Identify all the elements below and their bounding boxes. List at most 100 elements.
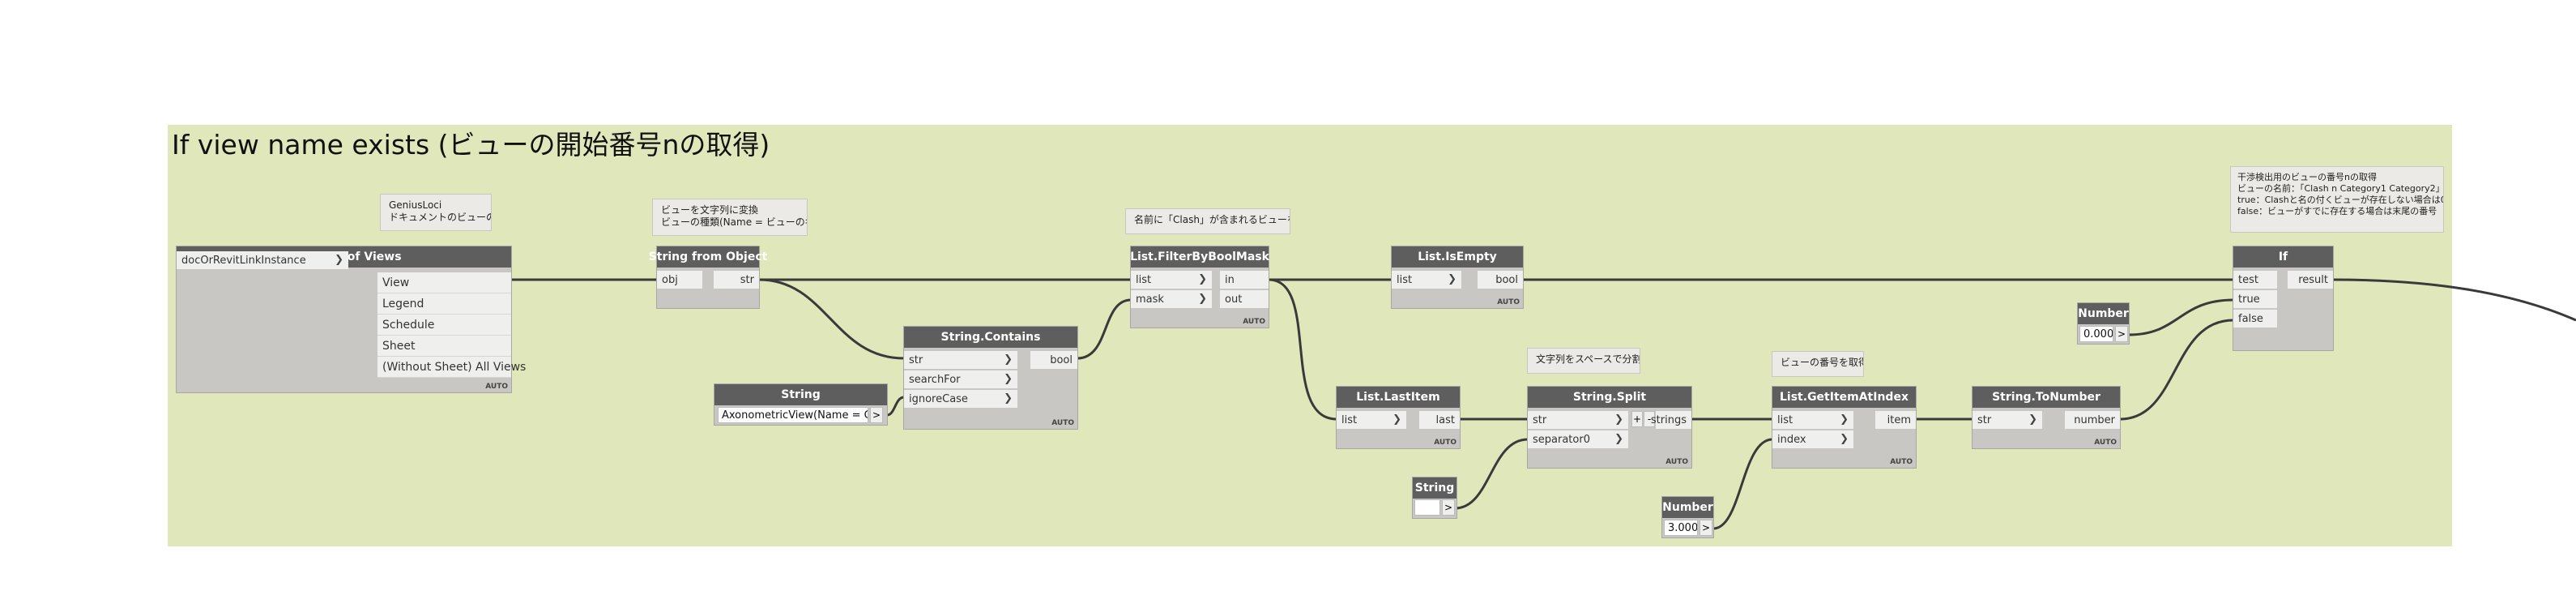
port-label: list [1136,273,1152,286]
node-string-split[interactable]: String.Split str ❯ separator0 ❯ + - stri… [1528,387,1691,468]
output-port-all-views[interactable]: (Without Sheet) All Views [377,357,526,378]
chevron-right-icon: ❯ [1004,392,1013,405]
chevron-right-icon: ❯ [1198,293,1207,305]
port-label: str [1977,413,1992,426]
chevron-right-icon: ❯ [2028,413,2037,426]
node-string-input[interactable]: String AxonometricView(Name = Clash > [714,384,887,425]
note-filter[interactable]: 名前に「Clash」が含まれるビューを抽出 [1126,209,1290,233]
input-port-ignorecase[interactable]: ignoreCase ❯ [904,390,1017,408]
output-port-in[interactable]: in [1220,271,1269,289]
add-input-button[interactable]: + [1631,411,1643,427]
node-title: List.IsEmpty [1392,246,1523,268]
node-title: String.Contains [904,327,1077,348]
note-split[interactable]: 文字列をスペースで分割 [1528,349,1640,373]
input-port-str[interactable]: str ❯ [904,351,1017,369]
output-port-item[interactable]: item [1875,411,1916,429]
input-port-separator0[interactable]: separator0 ❯ [1528,430,1628,448]
port-label: mask [1136,293,1164,306]
input-port-list[interactable]: list ❯ [1772,411,1853,429]
output-port-out[interactable]: out [1220,290,1269,308]
input-port-searchfor[interactable]: searchFor ❯ [904,370,1017,388]
input-port-false[interactable]: false [2233,310,2277,328]
node-number-zero[interactable]: Number 0.000 > [2078,303,2129,344]
port-label: separator0 [1533,433,1590,446]
node-string-input-2[interactable]: String > [1413,477,1456,518]
port-label: docOrRevitLinkInstance [181,254,306,267]
input-port-obj[interactable]: obj [657,271,702,289]
chevron-right-icon: ❯ [1392,413,1401,426]
node-title: Number [2078,303,2129,324]
output-port-view[interactable]: View [377,272,511,293]
input-port-list[interactable]: list ❯ [1337,411,1406,429]
input-port-str[interactable]: str ❯ [1973,411,2042,429]
node-title: Number [1662,497,1713,518]
port-label: str [1533,413,1547,426]
output-port-bool[interactable]: bool [1478,271,1523,289]
node-filter-by-bool-mask[interactable]: List.FilterByBoolMask list ❯ mask ❯ in o… [1130,246,1269,328]
port-label: bool [1050,353,1073,366]
node-list-getitematindex[interactable]: List.GetItemAtIndex list ❯ index ❯ item … [1772,387,1916,468]
output-port-legend[interactable]: Legend [377,293,511,315]
note-genius-loci[interactable]: GeniusLoci ドキュメントのビューの取得 [381,195,491,230]
node-title: If [2233,246,2333,268]
port-label: last [1435,413,1455,426]
output-port-string[interactable]: > [1442,499,1455,516]
input-port-true[interactable]: true [2233,290,2277,308]
port-label: result [2298,273,2328,286]
node-title: List.FilterByBoolMask [1130,246,1269,268]
node-collector-of-views[interactable]: Collector of Views docOrRevitLinkInstanc… [177,246,526,392]
output-port-number[interactable]: > [1700,520,1712,536]
output-port-strings[interactable]: strings [1651,411,1691,429]
node-title: String.Split [1528,387,1691,408]
string-value-field[interactable]: AxonometricView(Name = Clash [718,407,868,423]
number-value-field[interactable]: 0.000 [2079,326,2113,342]
port-label: item [1887,413,1911,426]
input-port-index[interactable]: index ❯ [1772,430,1853,448]
remove-input-button[interactable]: - [1644,411,1655,427]
input-port-test[interactable]: test [2233,271,2277,289]
output-port-last[interactable]: last [1419,411,1460,429]
output-port-schedule[interactable]: Schedule [377,315,511,336]
port-label: ignoreCase [909,392,968,405]
auto-badge: AUTO [1434,439,1456,447]
output-port-number[interactable]: number [2065,411,2120,429]
note-get-item[interactable]: ビューの番号を取得 [1772,352,1863,376]
input-port-doc[interactable]: docOrRevitLinkInstance ❯ [177,251,348,269]
port-label: str [740,273,754,286]
chevron-right-icon: ❯ [1448,273,1456,285]
number-value-field[interactable]: 3.000 [1664,520,1698,536]
string-value-field[interactable] [1414,499,1440,516]
output-port-number[interactable]: > [2115,326,2128,342]
input-port-list[interactable]: list ❯ [1392,271,1461,289]
node-string-tonumber[interactable]: String.ToNumber str ❯ number AUTO [1973,387,2120,448]
input-port-str[interactable]: str ❯ [1528,411,1628,429]
port-label: number [2074,413,2115,426]
port-label: test [2238,273,2258,286]
auto-badge: AUTO [1665,458,1688,466]
chevron-right-icon: ❯ [335,254,343,266]
output-port-string[interactable]: > [870,407,883,423]
auto-badge: AUTO [1497,298,1520,306]
input-port-mask[interactable]: mask ❯ [1131,290,1212,308]
auto-badge: AUTO [1890,458,1913,466]
output-port-bool[interactable]: bool [1030,351,1077,369]
group-title: If view name exists (ビューの開始番号nの取得) [172,129,770,161]
node-number-index[interactable]: Number 3.000 > [1662,497,1713,537]
output-port-result[interactable]: result [2288,271,2333,289]
port-label: list [1777,413,1793,426]
port-label: obj [662,273,678,286]
auto-badge: AUTO [485,383,508,391]
note-string-from-object[interactable]: ビューを文字列に変換 ビューの種類(Name = ビューの名前) [653,199,807,235]
node-string-from-object[interactable]: String from Object obj str [649,246,767,308]
input-port-list[interactable]: list ❯ [1131,271,1212,289]
node-title: List.LastItem [1337,387,1460,408]
output-list: View Legend Schedule Sheet (Without Shee… [377,272,526,378]
output-port-sheet[interactable]: Sheet [377,336,511,357]
output-port-str[interactable]: str [714,271,759,289]
node-if[interactable]: If test true false result [2233,246,2333,350]
node-list-lastitem[interactable]: List.LastItem list ❯ last AUTO [1337,387,1460,448]
note-if[interactable]: 干渉検出用のビューの番号nの取得 ビューの名前：「Clash n Categor… [2231,167,2443,232]
port-label: list [1341,413,1358,426]
node-list-isempty[interactable]: List.IsEmpty list ❯ bool AUTO [1392,246,1523,308]
node-string-contains[interactable]: String.Contains str ❯ searchFor ❯ ignore… [904,327,1077,429]
